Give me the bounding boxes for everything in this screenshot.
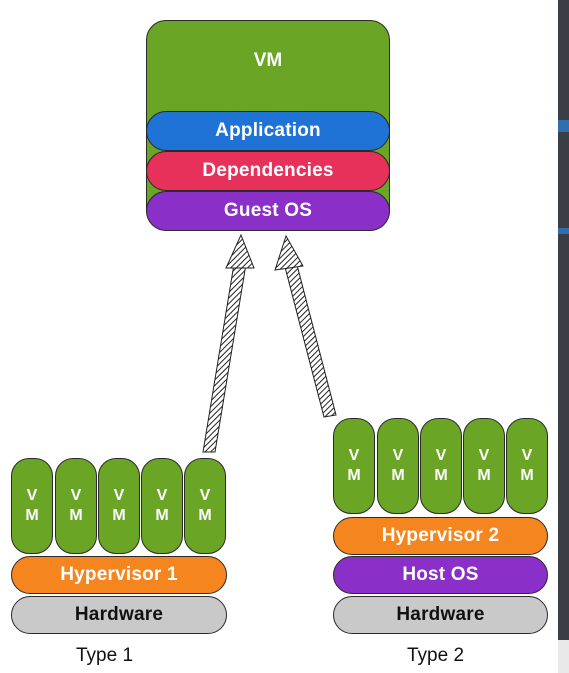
type2-hypervisor: Hypervisor 2 (333, 517, 548, 555)
vm-title: VM (253, 50, 283, 71)
type1-caption: Type 1 (76, 645, 134, 666)
dependencies-layer: Dependencies (146, 151, 390, 191)
type2-hardware: Hardware (333, 596, 548, 634)
type1-hardware: Hardware (11, 596, 227, 634)
window-edge (558, 0, 569, 673)
guest-os-layer: Guest OS (146, 191, 390, 231)
type1-arrow (202, 233, 255, 453)
type2-caption: Type 2 (407, 645, 465, 666)
type2-arrow (274, 234, 337, 418)
type2-host-os: Host OS (333, 556, 548, 594)
type1-hypervisor: Hypervisor 1 (11, 556, 227, 594)
